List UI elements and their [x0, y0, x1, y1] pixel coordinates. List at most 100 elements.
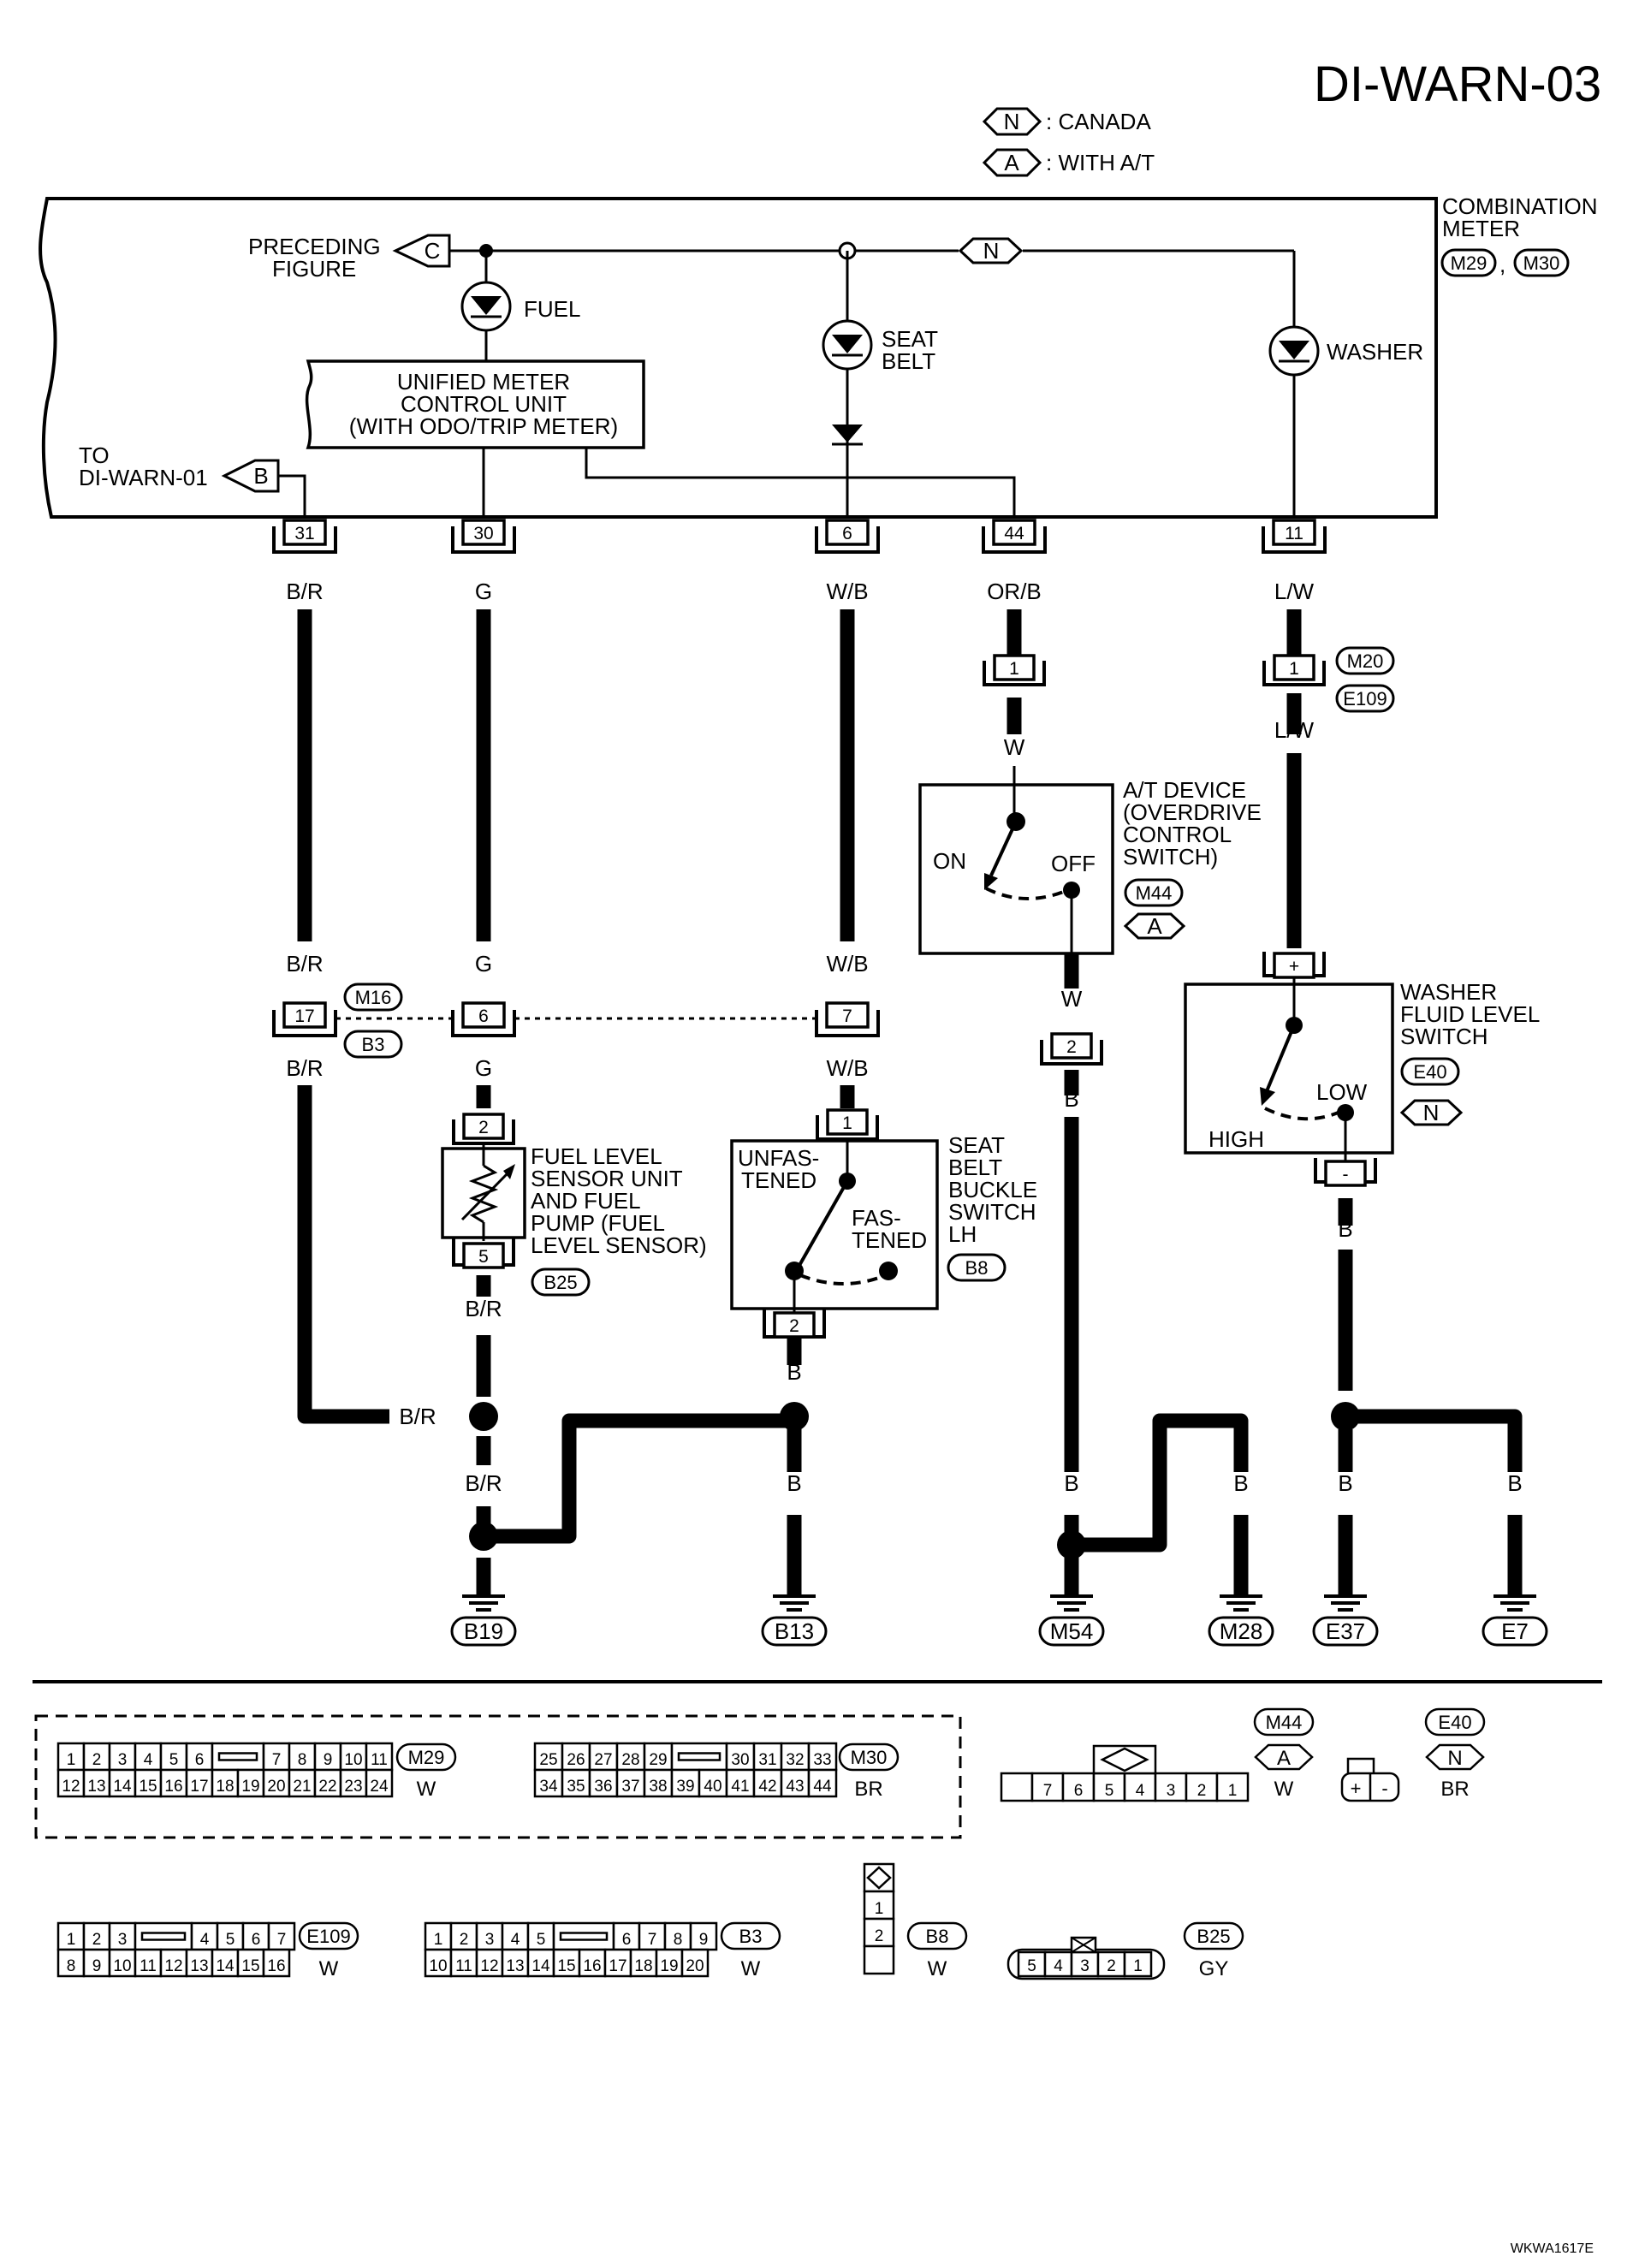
legend-symbol-canada: N — [1004, 109, 1020, 134]
connector-e109-cell-label: 9 — [92, 1957, 102, 1975]
figure-code: WKWA1617E — [1511, 2241, 1594, 2256]
to-line2: DI-WARN-01 — [79, 465, 208, 490]
connector-b3-cell-label: 20 — [686, 1957, 704, 1975]
connector-m30-cell-label: 34 — [539, 1778, 558, 1796]
ground-e37: E37 — [1312, 1594, 1379, 1647]
connector-m44-cell-label: 2 — [1197, 1782, 1207, 1800]
connector-b3-ref: B3 — [739, 1926, 763, 1947]
connector-b3-cell-label: 16 — [583, 1957, 601, 1975]
m54-wire-b: B — [1152, 1470, 1167, 1496]
seat-out-color: B — [787, 1359, 801, 1385]
connector-b25-cell — [1123, 1950, 1153, 1978]
connector-e109-color: W — [319, 1957, 339, 1980]
connector-m29-cell-label: 6 — [195, 1751, 205, 1769]
connector-m30-cell-label: 25 — [539, 1751, 557, 1769]
washer-fluid-switch: + HIGH LOW - WASHER FLUID LEVEL SWITCH E… — [1184, 952, 1540, 1242]
connector-m30-cell-label: 32 — [786, 1751, 804, 1769]
connector-m30-cell — [615, 1742, 646, 1772]
washer-tag: N — [1423, 1100, 1440, 1125]
connector-m44-cell-label: 4 — [1136, 1782, 1145, 1800]
connector-m44-cell — [1030, 1772, 1065, 1802]
fuel-out-color: B/R — [465, 1296, 502, 1321]
meter-n-tag: N — [983, 238, 1000, 264]
connector-m29-cell-label: 13 — [87, 1778, 105, 1796]
connector-b3-cell — [424, 1948, 453, 1978]
ground-network: B/R B/R B B B B B B B B19 B13 M54 M28 — [399, 1402, 1548, 1647]
connector-e109-cell-label: 12 — [164, 1957, 182, 1975]
connector-b8-ref: B8 — [926, 1926, 949, 1947]
connector-b25-cell-label: 5 — [1027, 1957, 1036, 1975]
connector-m30-cell-label: 36 — [594, 1778, 612, 1796]
connector-b25-cell-label: 2 — [1107, 1957, 1116, 1975]
fuel-line2: SENSOR UNIT — [531, 1166, 683, 1191]
connector-m29-cell-label: 23 — [344, 1778, 362, 1796]
connector-m44-cell — [1154, 1772, 1188, 1802]
connector-b3-cell-label: 9 — [699, 1931, 709, 1949]
connector-e109-cell-label: 14 — [216, 1957, 235, 1975]
connector-m29-cell-label: 10 — [344, 1751, 362, 1769]
seat-line5: LH — [948, 1221, 977, 1247]
combination-meter: COMBINATION METER M29 , M30 N PRECEDING … — [39, 193, 1598, 519]
m16-wire-br: B/R — [286, 951, 323, 977]
connector-b25-cell — [1096, 1950, 1126, 1978]
meter-connector-m29: M29 — [1451, 252, 1488, 274]
connector-m29-cell — [365, 1768, 394, 1798]
connector-m30-cell-label: 43 — [786, 1778, 804, 1796]
ground-b13: B13 — [761, 1594, 828, 1647]
connector-b25-cell-label: 1 — [1133, 1957, 1143, 1975]
connector-b3-cell-label: 11 — [455, 1957, 472, 1975]
connector-m30-cell-label: 31 — [758, 1751, 776, 1769]
connector-e109-cell — [236, 1948, 265, 1978]
connector-m29-cell-label: 16 — [164, 1778, 182, 1796]
connector-m44-cell-label: 5 — [1105, 1782, 1114, 1800]
connector-b3-cell-label: 4 — [511, 1931, 520, 1949]
connector-m44-cell — [1215, 1772, 1250, 1802]
ground-e37-label: E37 — [1326, 1618, 1365, 1644]
connector-b3-latch-slot — [559, 1932, 609, 1941]
seat-unfastened-line2: TENED — [741, 1167, 816, 1193]
connector-m44-tag-hex — [1254, 1743, 1314, 1771]
connector-b8-cell-label: 2 — [875, 1927, 884, 1945]
washer-plus: + — [1289, 957, 1299, 977]
preceding-line2: FIGURE — [272, 256, 356, 282]
connector-e109-cell-label: 7 — [277, 1931, 287, 1949]
connector-b3-cell-label: 14 — [531, 1957, 550, 1975]
fuel-pin-top: 2 — [478, 1118, 489, 1137]
connector-m29-cell-label: 8 — [298, 1751, 307, 1769]
m16-pin-17: 17 — [294, 1006, 314, 1026]
m54-wire: B — [1064, 1470, 1078, 1496]
connector-e109-cell-label: 4 — [200, 1931, 210, 1949]
b19-wire-a: B/R — [465, 1470, 502, 1496]
washer-line2: FLUID LEVEL — [1400, 1001, 1540, 1027]
connector-e109-cell-label: 5 — [226, 1931, 235, 1949]
at-line4: SWITCH) — [1123, 844, 1218, 870]
connector-m29-cell-label: 4 — [144, 1751, 153, 1769]
connector-b3-ref-oval — [720, 1921, 781, 1950]
to-ref: B — [253, 463, 268, 489]
fuel-line3: AND FUEL — [531, 1188, 641, 1214]
connector-m29-cell-label: 2 — [92, 1751, 102, 1769]
connector-m29-cell-label: 24 — [370, 1778, 389, 1796]
wire-6-color: W/B — [826, 579, 868, 604]
seat-fastened-line1: FAS- — [852, 1205, 901, 1231]
connector-m29-cell-label: 3 — [118, 1751, 128, 1769]
fuel-ref: B25 — [543, 1272, 577, 1293]
connector-e40-minus: - — [1381, 1778, 1387, 1799]
fuel-line1: FUEL LEVEL — [531, 1143, 662, 1169]
connector-m30-cell — [533, 1768, 564, 1798]
terminal-44: 44 — [1004, 524, 1024, 543]
connector-b25-ref-oval — [1183, 1921, 1244, 1950]
unit-line3: (WITH ODO/TRIP METER) — [349, 413, 618, 439]
connector-e109-cell-label: 15 — [241, 1957, 259, 1975]
connector-m29-latch-slot — [217, 1752, 258, 1761]
connector-b3-cell-label: 15 — [557, 1957, 575, 1975]
connector-m29-cell-label: 1 — [67, 1751, 76, 1769]
connector-e40-plus: + — [1351, 1778, 1362, 1799]
connector-e109-cell-label: 11 — [140, 1957, 157, 1975]
connector-b8-cell-label: 1 — [875, 1900, 884, 1918]
connector-b3-cell — [689, 1921, 718, 1951]
connector-b3-cell-label: 17 — [609, 1957, 626, 1975]
connector-m44-spacer — [1000, 1772, 1034, 1802]
seat-line1: SEAT — [948, 1132, 1005, 1158]
